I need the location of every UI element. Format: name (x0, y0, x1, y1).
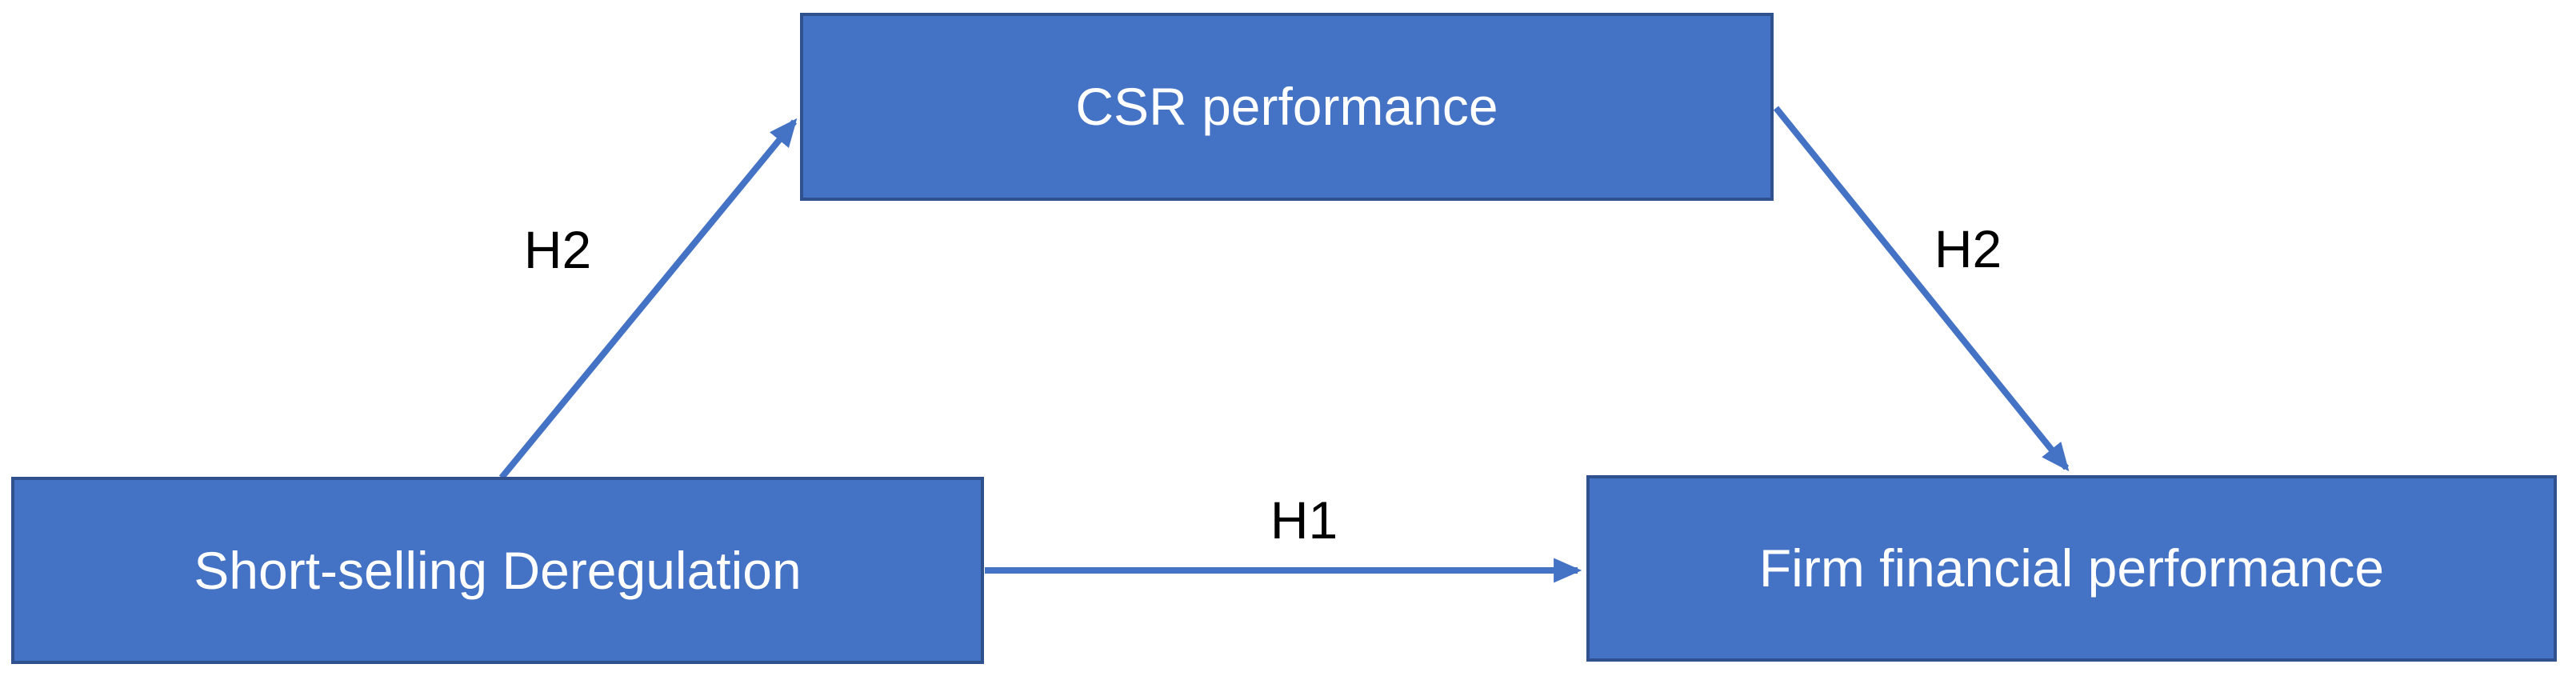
node-short-selling-deregulation: Short-selling Deregulation (11, 477, 984, 664)
arrow-iv-to-mediator (498, 118, 798, 480)
node-label-csr-performance: CSR performance (1075, 77, 1498, 137)
edge-label-h2-iv-to-mediator: H2 (523, 220, 592, 279)
node-label-firm-financial-performance: Firm financial performance (1758, 538, 2385, 598)
node-label-short-selling-deregulation: Short-selling Deregulation (194, 540, 802, 600)
node-firm-financial-performance: Firm financial performance (1586, 475, 2557, 662)
arrow-mediator-to-dv (1773, 106, 2070, 472)
edge-label-h1-iv-to-dv: H1 (1270, 490, 1338, 550)
edge-label-h2-mediator-to-dv: H2 (1934, 219, 2002, 278)
node-csr-performance: CSR performance (800, 13, 1774, 201)
